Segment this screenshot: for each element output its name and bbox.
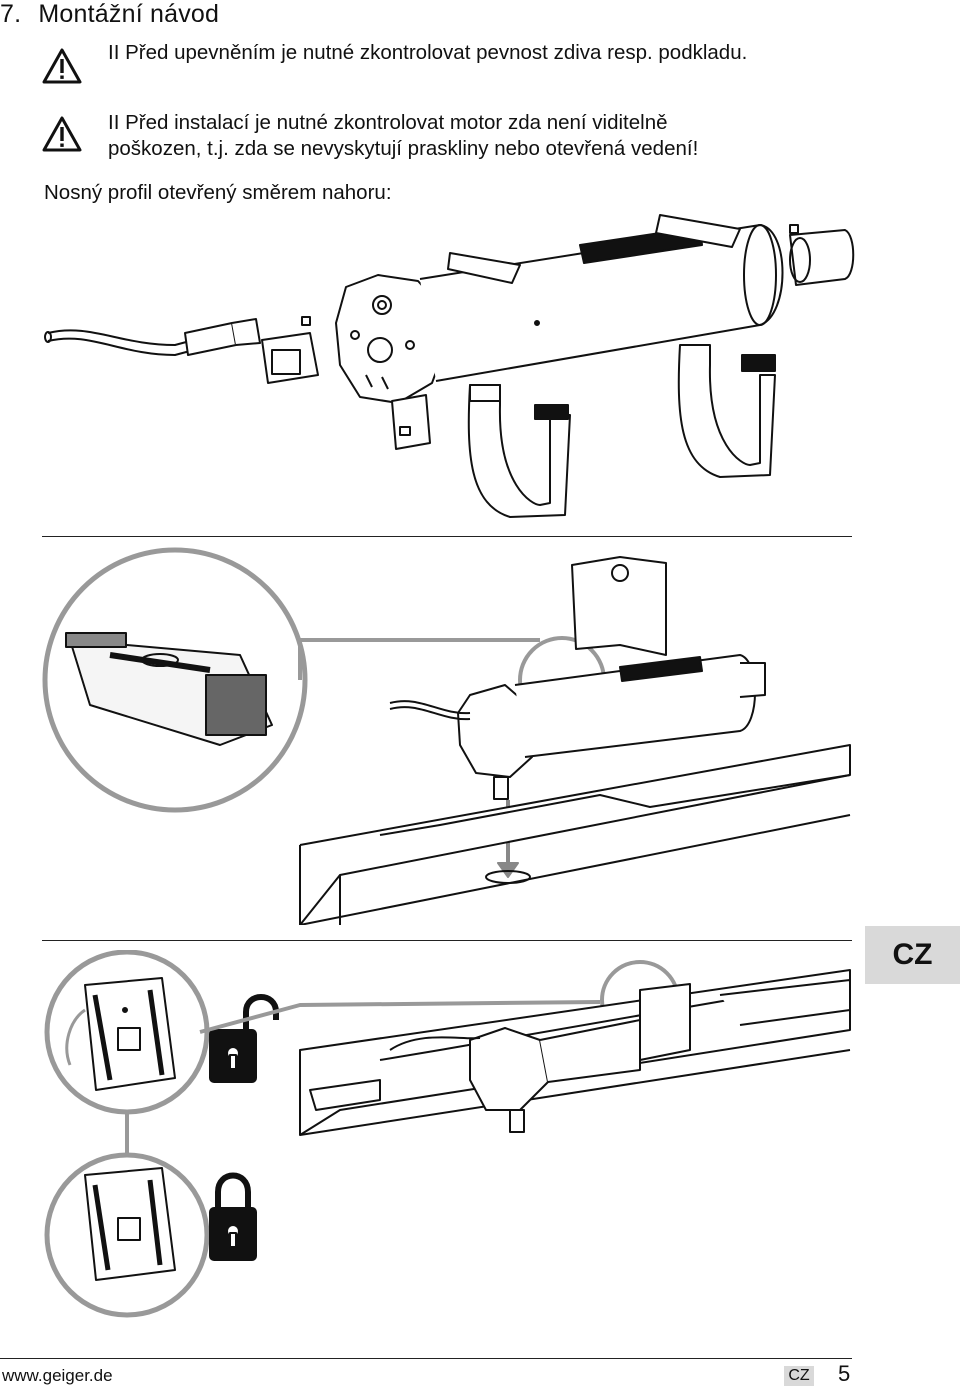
section-number: 7. — [0, 0, 22, 28]
divider — [42, 940, 852, 941]
section-title-text: Montážní návod — [38, 0, 220, 28]
locking-illustration — [44, 950, 851, 1318]
warning-icon — [42, 48, 82, 84]
divider — [42, 536, 852, 537]
profile-insertion-illustration — [42, 547, 851, 925]
language-tab: CZ — [865, 926, 960, 984]
warning-line: poškozen, t.j. zda se nevyskytují praskl… — [108, 137, 699, 160]
warning-line: II Před upevněním je nutné zkontrolovat … — [108, 41, 748, 64]
motor-exploded-illustration — [44, 214, 855, 518]
page-number: 5 — [838, 1361, 851, 1386]
warning-text-1: II Před upevněním je nutné zkontrolovat … — [108, 40, 747, 66]
footer-rule — [0, 1358, 852, 1359]
footer-url: www.geiger.de — [2, 1366, 113, 1385]
warning-icon — [42, 116, 82, 152]
warning-line: II Před instalací je nutné zkontrolovat … — [108, 111, 668, 134]
footer-language-badge: CZ — [784, 1366, 814, 1386]
warning-text-2: II Před instalací je nutné zkontrolovat … — [108, 110, 698, 162]
subheading: Nosný profil otevřený směrem nahoru: — [44, 181, 392, 204]
section-title: 7. Montážní návod — [0, 0, 219, 29]
